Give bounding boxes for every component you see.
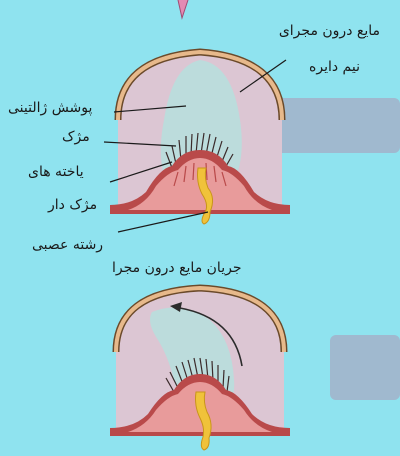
ampulla-top xyxy=(110,52,290,224)
label-fluid-flow: جریان مایع درون مجرا xyxy=(112,259,241,277)
label-canal-fluid-line2: نیم دایره xyxy=(309,58,360,76)
top-pointer-icon xyxy=(178,0,188,18)
label-canal-fluid-line1: مایع درون مجرای xyxy=(279,22,380,40)
ampulla-bottom xyxy=(110,288,290,450)
label-gelatinous-cover: پوشش ژالتینی xyxy=(8,99,92,117)
label-ciliated-cells-line1: یاخته های xyxy=(28,163,84,181)
leader-nerve-fiber xyxy=(118,212,208,232)
label-nerve-fiber: رشته عصبی xyxy=(32,236,103,254)
label-cilia: مژک xyxy=(62,128,90,146)
label-ciliated-cells-line2: مژک دار xyxy=(48,196,97,214)
